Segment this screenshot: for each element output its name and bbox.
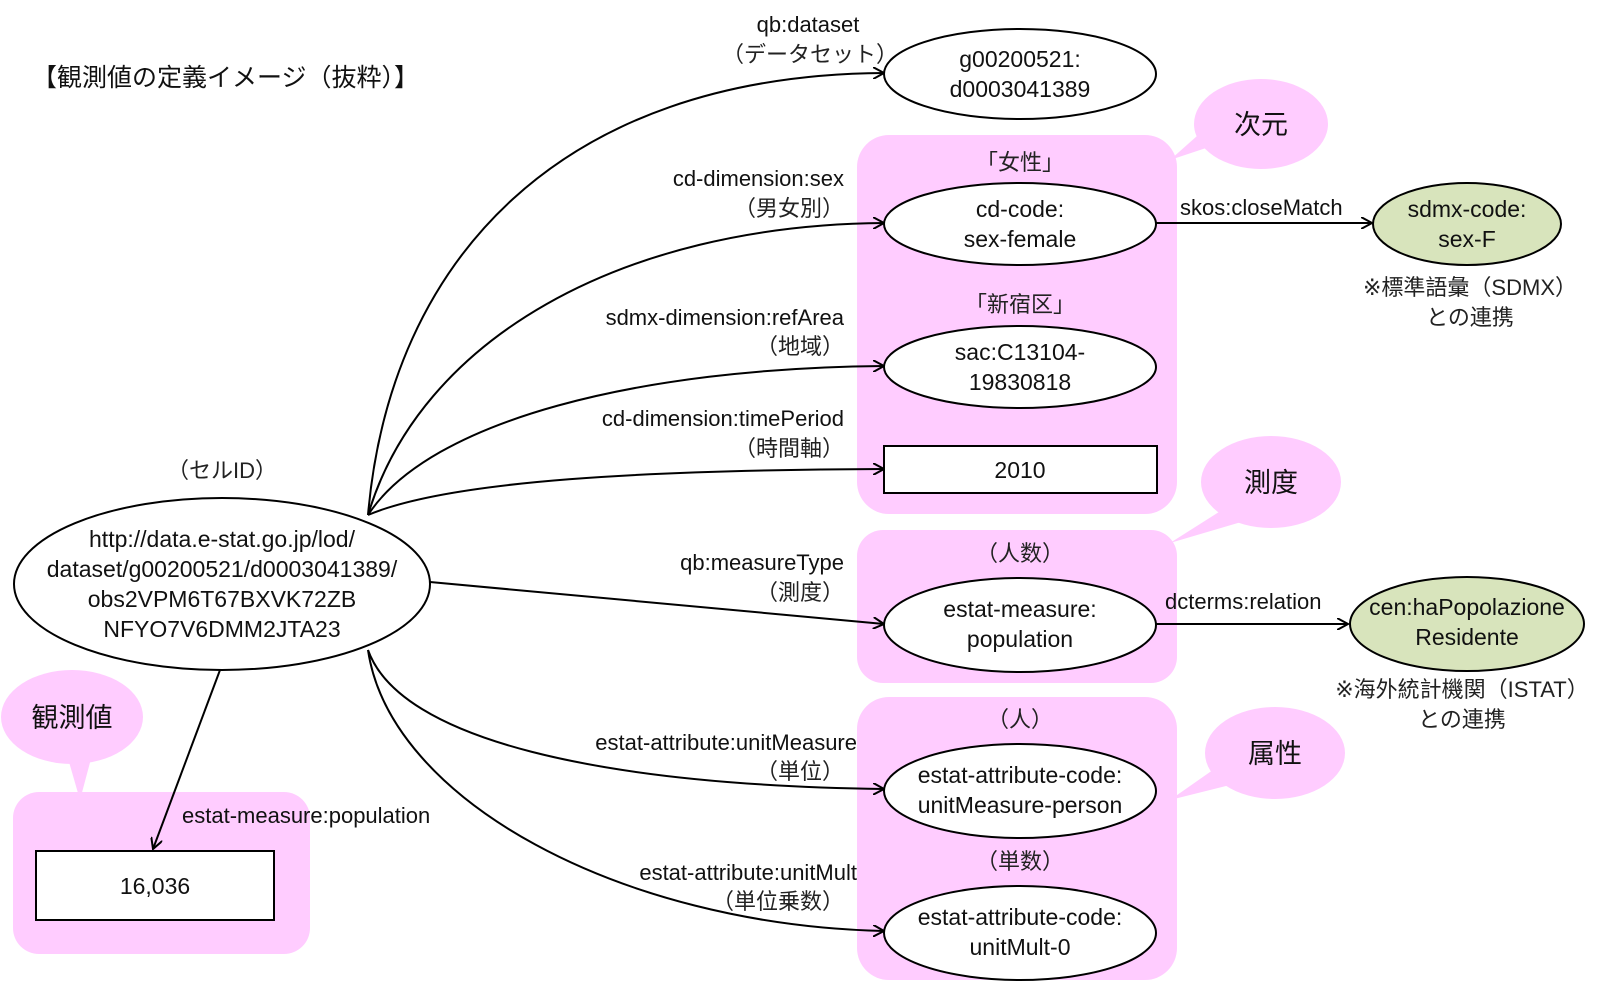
node-line: 19830818 [969,369,1071,395]
unit-measure-node: （人） estat-attribute-code: unitMeasure-pe… [883,707,1157,839]
edge-property: qb:measureType [680,550,844,575]
edge-property: skos:closeMatch [1180,195,1343,220]
subject-node: （セルID） http://data.e-stat.go.jp/lod/ dat… [13,458,431,671]
bubble-observation-label: 観測値 [32,703,113,733]
edge-property: dcterms:relation [1165,589,1322,614]
edge-label-ja: （男女別） [734,196,844,221]
node-line: sdmx-code: [1408,196,1527,222]
edge-property: cd-dimension:timePeriod [602,406,844,431]
node-line: 2010 [994,457,1045,483]
dataset-node: g00200521: d0003041389 [883,28,1157,120]
bubble-observation: 観測値 [1,670,143,800]
edge-dataset [367,73,884,516]
diagram-title: 【観測値の定義イメージ（抜粋）】 [32,64,419,92]
node-line: estat-measure: [943,596,1096,622]
subject-line: NFYO7V6DMM2JTA23 [103,616,340,642]
node-caption: （人） [987,707,1053,732]
subject-line: obs2VPM6T67BXVK72ZB [88,586,356,612]
edge-unitmeasure [367,649,884,789]
bubble-measure: 測度 [1170,436,1341,543]
edge-property: sdmx-dimension:refArea [606,305,845,330]
node-line: cen:haPopolazione [1369,594,1565,620]
edge-label-measuretype: qb:measureType （測度） [680,550,844,605]
edge-refarea [367,366,884,516]
node-line: d0003041389 [950,76,1091,102]
node-caption: （人数） [976,541,1064,566]
edge-label-refarea: sdmx-dimension:refArea （地域） [606,305,845,359]
bubble-attribute-label: 属性 [1248,739,1302,769]
node-line: sex-F [1438,226,1496,252]
bubble-dimension-label: 次元 [1234,110,1288,140]
subject-caption: （セルID） [167,458,277,483]
node-line: unitMeasure-person [918,792,1123,818]
external-note: との連携 [1426,305,1514,330]
subject-line: http://data.e-stat.go.jp/lod/ [89,526,356,552]
edge-property: qb:dataset [757,12,860,37]
edge-property: estat-attribute:unitMult [639,860,857,885]
edge-label-relation: dcterms:relation [1165,589,1322,614]
edge-label-sex: cd-dimension:sex （男女別） [673,166,844,221]
observation-value: 16,036 [120,873,190,899]
edge-label-dataset: qb:dataset （データセット） [722,12,898,67]
bubble-dimension: 次元 [1170,79,1328,169]
edge-property: estat-attribute:unitMeasure [595,730,857,755]
node-line: unitMult-0 [970,934,1071,960]
observation-value-node: 16,036 [35,850,275,921]
bubble-attribute: 属性 [1170,707,1345,800]
edges [153,73,1372,931]
edge-unitmult [367,649,884,931]
node-line: estat-attribute-code: [918,762,1123,788]
external-note: ※標準語彙（SDMX） [1363,275,1577,300]
node-caption: 「新宿区」 [965,292,1075,317]
edge-label-ja: （データセット） [722,42,898,67]
time-node: 2010 [883,445,1158,494]
edge-label-ja: （単位） [756,759,844,784]
edge-label-unitmult: estat-attribute:unitMult （単位乗数） [639,860,857,914]
edge-label-ja: （地域） [756,334,844,359]
external-note: との連携 [1418,707,1506,732]
edge-label-ja: （単位乗数） [712,889,844,914]
unit-mult-node: （単数） estat-attribute-code: unitMult-0 [883,849,1157,981]
edge-label-closematch: skos:closeMatch [1180,195,1343,220]
edge-label-unitmeasure: estat-attribute:unitMeasure （単位） [595,730,857,784]
istat-node: cen:haPopolazione Residente ※海外統計機関（ISTA… [1335,576,1589,732]
node-line: cd-code: [976,196,1064,222]
node-line: estat-attribute-code: [918,904,1123,930]
edge-timeperiod [367,469,884,516]
edge-property: cd-dimension:sex [673,166,844,191]
node-line: sac:C13104- [955,339,1085,365]
measure-node: （人数） estat-measure: population [883,541,1157,673]
bubble-measure-label: 測度 [1244,468,1298,498]
edge-label-ja: （測度） [756,580,844,605]
sex-node: 「女性」 cd-code: sex-female [883,150,1157,266]
subject-line: dataset/g00200521/d0003041389/ [47,556,398,582]
node-line: Residente [1415,624,1519,650]
node-caption: （単数） [976,849,1064,874]
edge-population [153,669,221,849]
node-line: g00200521: [959,46,1081,72]
edge-label-ja: （時間軸） [734,436,844,461]
edge-label-timeperiod: cd-dimension:timePeriod （時間軸） [602,406,844,461]
external-note: ※海外統計機関（ISTAT） [1335,677,1589,702]
sdmx-node: sdmx-code: sex-F ※標準語彙（SDMX） との連携 [1363,182,1577,330]
node-line: sex-female [964,226,1076,252]
edge-label-population: estat-measure:population [182,803,430,828]
node-caption: 「女性」 [976,150,1064,175]
edge-property: estat-measure:population [182,803,430,828]
edge-measuretype [429,581,884,624]
area-node: 「新宿区」 sac:C13104- 19830818 [883,292,1157,409]
node-line: population [967,626,1073,652]
edge-sex [367,223,884,516]
